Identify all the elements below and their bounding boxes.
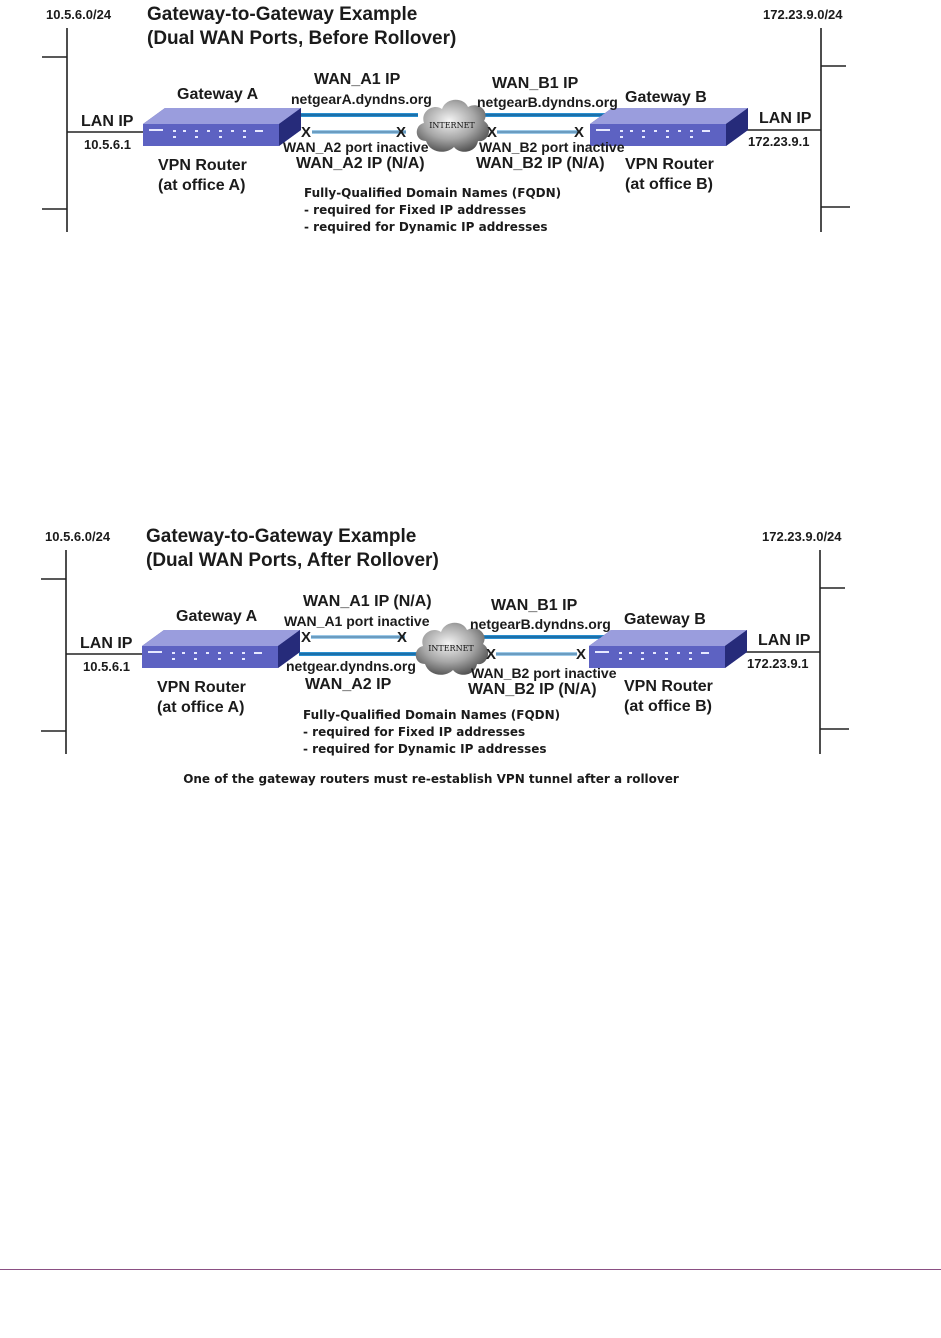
- vpn-router-b-line1: VPN Router: [624, 678, 713, 695]
- diagram-title: Gateway-to-Gateway Example: [146, 526, 417, 547]
- vpn-router-a: VPN Router (at office A): [157, 678, 246, 718]
- gateway-a-label: Gateway A: [176, 608, 258, 625]
- fqdn-line: - required for Fixed IP addresses: [303, 725, 526, 739]
- wan-a1-dns: netgearA.dyndns.org: [291, 91, 432, 107]
- vpn-router-a-line2: (at office A): [157, 699, 245, 716]
- vpn-router-b-line1: VPN Router: [625, 156, 714, 173]
- wan-a1-label: WAN_A1 IP (N/A): [303, 593, 432, 610]
- network-lines: [41, 550, 849, 754]
- wan-a1-label: WAN_A1 IP: [314, 71, 401, 88]
- wan-a2-inactive-label: WAN_A2 port inactive: [283, 139, 429, 155]
- lan-b-ip: 172.23.9.1: [748, 134, 810, 149]
- lan-b-label: LAN IP: [759, 110, 812, 127]
- vpn-router-b: VPN Router (at office B): [624, 677, 713, 717]
- internet-cloud-icon: INTERNET: [415, 622, 489, 675]
- gateway-b-label: Gateway B: [624, 611, 706, 628]
- wan-b2-inactive-label: WAN_B2 port inactive: [479, 139, 625, 155]
- fqdn-line: - required for Dynamic IP addresses: [303, 742, 547, 756]
- x-mark: X: [397, 629, 408, 646]
- wan-b2-inactive-label: WAN_B2 port inactive: [471, 665, 617, 681]
- network-b-label: 172.23.9.0/24: [762, 529, 842, 544]
- router-a-icon: [142, 630, 300, 668]
- footer-divider: [0, 1269, 941, 1270]
- vpn-router-b: VPN Router (at office B): [625, 155, 714, 195]
- wan-a2-label: WAN_A2 IP: [305, 676, 392, 693]
- fqdn-line: - required for Fixed IP addresses: [304, 203, 527, 217]
- wan-b2-label: WAN_B2 IP (N/A): [476, 155, 605, 172]
- wan-a2-dns: netgear.dyndns.org: [286, 658, 416, 674]
- router-b-icon: [590, 108, 748, 146]
- cloud-label: INTERNET: [428, 644, 474, 653]
- vpn-router-a-line1: VPN Router: [158, 157, 247, 174]
- x-mark: X: [396, 124, 407, 141]
- router-a-icon: [143, 108, 301, 146]
- diagram-after-rollover: INTERNET 10.5.6.0/24 172.23.9.0/24 Gatew…: [0, 522, 941, 792]
- wan-b1-label: WAN_B1 IP: [491, 597, 578, 614]
- fqdn-notes: Fully-Qualified Domain Names (FQDN) - re…: [304, 185, 561, 236]
- fqdn-notes: Fully-Qualified Domain Names (FQDN) - re…: [303, 707, 560, 758]
- wan-b1-label: WAN_B1 IP: [492, 75, 579, 92]
- lan-a-label: LAN IP: [80, 635, 133, 652]
- diagram-before-rollover: INTERNET 10.5.6.0/24 172.23.9.0/24 Gatew…: [0, 0, 941, 270]
- network-a-label: 10.5.6.0/24: [45, 529, 111, 544]
- fqdn-line: Fully-Qualified Domain Names (FQDN): [303, 708, 561, 722]
- vpn-router-a: VPN Router (at office A): [158, 156, 247, 196]
- x-mark: X: [486, 646, 497, 663]
- network-b-label: 172.23.9.0/24: [763, 7, 843, 22]
- wan-b1-dns: netgearB.dyndns.org: [470, 616, 611, 632]
- vpn-router-a-line1: VPN Router: [157, 679, 246, 696]
- x-mark: X: [487, 124, 498, 141]
- vpn-router-a-line2: (at office A): [158, 177, 246, 194]
- wan-a2-label: WAN_A2 IP (N/A): [296, 155, 425, 172]
- cloud-label: INTERNET: [429, 121, 475, 130]
- fqdn-line: Fully-Qualified Domain Names (FQDN): [304, 186, 562, 200]
- diagram-subtitle: (Dual WAN Ports, After Rollover): [146, 550, 439, 571]
- rollover-note: One of the gateway routers must re-estab…: [183, 772, 679, 786]
- x-mark: X: [576, 646, 587, 663]
- router-b-icon: [589, 630, 747, 668]
- diagram-title: Gateway-to-Gateway Example: [147, 4, 418, 25]
- wan-b1-dns: netgearB.dyndns.org: [477, 94, 618, 110]
- x-mark: X: [301, 124, 312, 141]
- internet-cloud-icon: INTERNET: [416, 99, 490, 152]
- diagram-subtitle: (Dual WAN Ports, Before Rollover): [147, 28, 457, 49]
- vpn-router-b-line2: (at office B): [625, 176, 713, 193]
- gateway-b-label: Gateway B: [625, 89, 707, 106]
- lan-b-label: LAN IP: [758, 632, 811, 649]
- lan-a-label: LAN IP: [81, 113, 134, 130]
- network-a-label: 10.5.6.0/24: [46, 7, 112, 22]
- vpn-router-b-line2: (at office B): [624, 698, 712, 715]
- lan-a-ip: 10.5.6.1: [83, 659, 130, 674]
- gateway-a-label: Gateway A: [177, 86, 259, 103]
- fqdn-line: - required for Dynamic IP addresses: [304, 220, 548, 234]
- wan-b2-label: WAN_B2 IP (N/A): [468, 681, 597, 698]
- x-mark: X: [574, 124, 585, 141]
- lan-a-ip: 10.5.6.1: [84, 137, 131, 152]
- x-mark: X: [301, 629, 312, 646]
- lan-b-ip: 172.23.9.1: [747, 656, 809, 671]
- wan-a1-inactive-label: WAN_A1 port inactive: [284, 613, 430, 629]
- network-lines: [42, 28, 850, 232]
